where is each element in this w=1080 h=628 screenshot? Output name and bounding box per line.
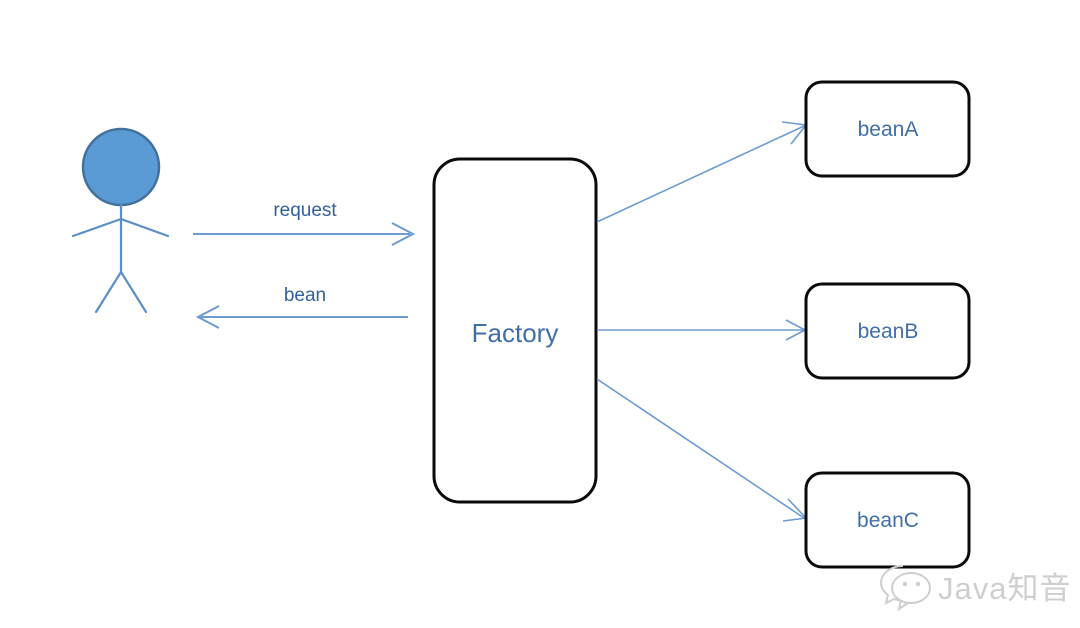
watermark-label: Java知音: [938, 571, 1071, 606]
edge-request-label: request: [273, 200, 337, 221]
actor-arm-right: [119, 217, 170, 238]
edge-factory-beanC-line: [596, 378, 805, 519]
actor-head-icon: [81, 127, 161, 207]
wechat-front-bubble: [891, 572, 931, 604]
actor-leg-right: [119, 270, 148, 314]
beanA-label: beanA: [858, 118, 919, 141]
client-actor: [71, 127, 170, 314]
factory-label: Factory: [472, 318, 559, 348]
watermark: Java知音: [879, 565, 1071, 612]
wechat-eye-right: [915, 581, 921, 587]
edge-request-arrowhead-icon: [391, 222, 416, 246]
beanA-box[interactable]: [804, 80, 971, 178]
edge-factory-beanC: [596, 378, 808, 522]
actor-arm-left: [71, 217, 123, 238]
node-beanA[interactable]: beanA: [804, 80, 971, 178]
node-beanC[interactable]: beanC: [804, 471, 971, 569]
edge-bean-label: bean: [284, 285, 326, 306]
edge-factory-beanA-arrowhead-icon: [781, 121, 808, 145]
wechat-icon: [879, 565, 931, 612]
beanB-box[interactable]: [804, 282, 971, 380]
beanB-label: beanB: [858, 320, 919, 343]
wechat-eye-left: [902, 581, 908, 587]
node-beanB[interactable]: beanB: [804, 282, 971, 380]
node-factory[interactable]: Factory: [432, 157, 598, 504]
actor-leg-left: [94, 270, 123, 314]
factory-box[interactable]: [432, 157, 598, 504]
wechat-front-bubble-tail: [897, 599, 909, 612]
edge-bean: [195, 305, 408, 329]
edge-factory-beanA: [596, 121, 808, 223]
edge-request: [193, 222, 416, 246]
wechat-back-bubble: [879, 565, 904, 605]
edge-factory-beanA-line: [596, 125, 805, 223]
beanC-box[interactable]: [804, 471, 971, 569]
edge-factory-beanB: [597, 319, 807, 341]
edge-bean-arrowhead-icon: [195, 305, 220, 329]
beanC-label: beanC: [857, 509, 919, 532]
edge-factory-beanC-arrowhead-icon: [782, 498, 808, 522]
